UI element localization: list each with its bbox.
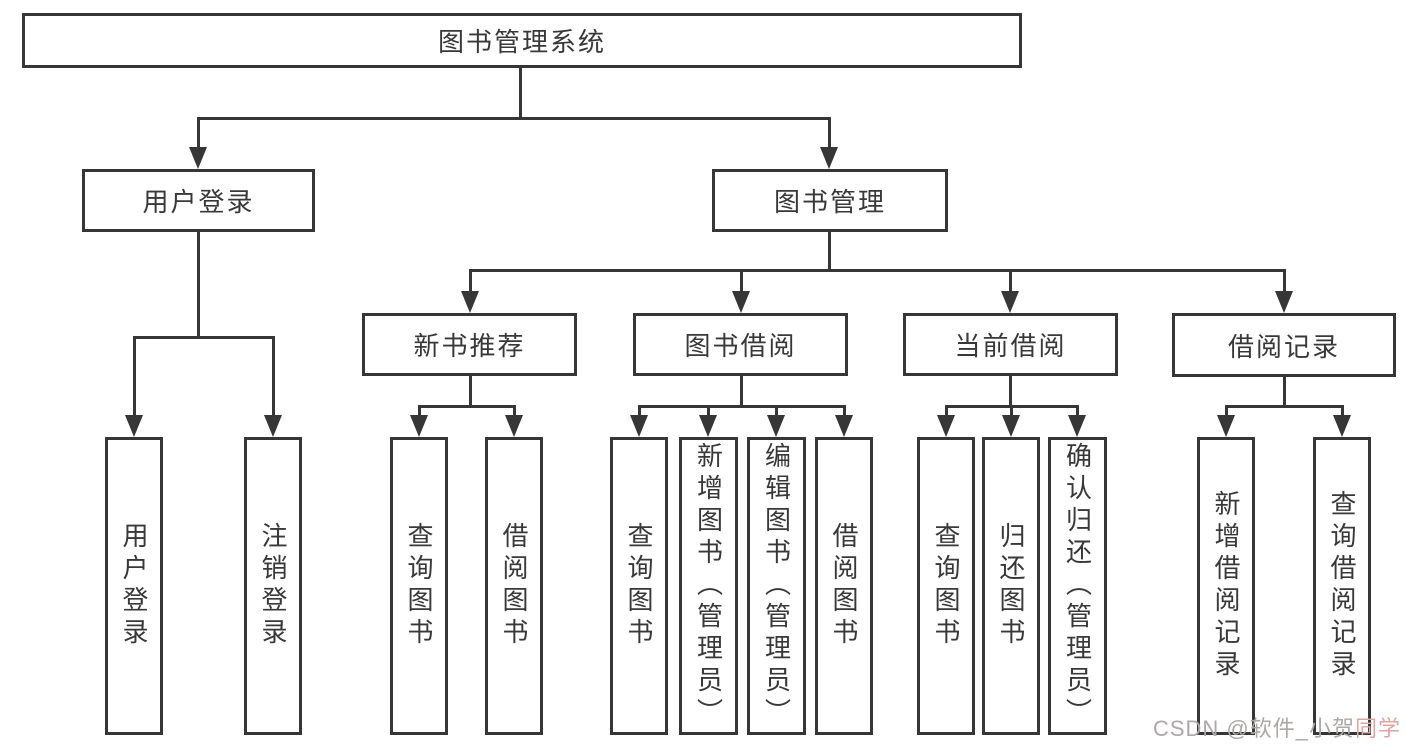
- leaf-user-login-label: 用户登录: [119, 522, 149, 650]
- node-library-system: 图书管理系统: [22, 13, 1022, 68]
- connector-line: [828, 232, 831, 272]
- leaf-confirm-return-admin-label: 确认归还（管理员）: [1062, 442, 1093, 730]
- leaf-query-borrow-record-label: 查询借阅记录: [1327, 490, 1357, 682]
- arrow-down-icon: [1002, 415, 1020, 437]
- arrow-down-icon: [410, 415, 428, 437]
- connector-line: [740, 269, 743, 293]
- connector-line: [1076, 405, 1079, 419]
- connector-line: [418, 405, 421, 419]
- leaf-query-books-current: 查询图书: [917, 437, 975, 735]
- node-borrowing-records-label: 借阅记录: [1227, 331, 1340, 362]
- arrow-down-icon: [835, 415, 853, 437]
- arrow-down-icon: [125, 415, 143, 437]
- node-book-borrowing: 图书借阅: [633, 313, 848, 376]
- connector-line: [519, 68, 522, 119]
- arrow-down-icon: [630, 415, 648, 437]
- connector-line: [707, 405, 710, 419]
- connector-line: [133, 336, 275, 339]
- connector-line: [197, 117, 200, 149]
- connector-line: [197, 232, 200, 339]
- leaf-query-borrow-record: 查询借阅记录: [1313, 437, 1371, 735]
- node-current-borrowing: 当前借阅: [903, 313, 1118, 376]
- node-library-system-label: 图书管理系统: [437, 27, 606, 57]
- node-borrowing-records: 借阅记录: [1172, 313, 1396, 377]
- arrow-down-icon: [699, 415, 717, 437]
- leaf-query-books-current-label: 查询图书: [931, 522, 961, 650]
- node-book-management-label: 图书管理: [773, 187, 886, 217]
- arrow-down-icon: [1068, 415, 1086, 437]
- watermark: CSDN @软件_小贺同学: [1153, 711, 1401, 743]
- leaf-borrow-books: 借阅图书: [815, 437, 873, 735]
- leaf-edit-books-admin-label: 编辑图书（管理员）: [761, 442, 792, 730]
- arrow-down-icon: [461, 291, 479, 313]
- connector-line: [828, 117, 831, 149]
- leaf-add-borrow-record-label: 新增借阅记录: [1211, 490, 1241, 682]
- arrow-down-icon: [1217, 415, 1235, 437]
- leaf-query-books-borrow-label: 查询图书: [624, 522, 654, 650]
- arrow-down-icon: [505, 415, 523, 437]
- connector-line: [197, 117, 831, 120]
- leaf-query-books-recommend: 查询图书: [390, 437, 448, 735]
- leaf-query-books-recommend-label: 查询图书: [404, 522, 434, 650]
- connector-line: [638, 405, 641, 419]
- watermark-text-accent: 同学: [1354, 716, 1401, 741]
- leaf-logout-label: 注销登录: [258, 522, 288, 650]
- connector-line: [1341, 405, 1344, 419]
- connector-line: [272, 336, 275, 417]
- connector-line: [775, 405, 778, 419]
- leaf-add-books-admin: 新增图书（管理员）: [679, 437, 738, 735]
- leaf-borrow-books-label: 借阅图书: [829, 522, 859, 650]
- arrow-down-icon: [732, 291, 750, 313]
- node-book-management: 图书管理: [712, 169, 948, 232]
- arrow-down-icon: [1001, 291, 1019, 313]
- leaf-query-books-borrow: 查询图书: [610, 437, 668, 735]
- connector-line: [945, 405, 948, 419]
- leaf-confirm-return-admin: 确认归还（管理员）: [1048, 437, 1107, 735]
- connector-line: [1225, 405, 1228, 419]
- node-current-borrowing-label: 当前借阅: [954, 331, 1067, 361]
- leaf-edit-books-admin: 编辑图书（管理员）: [747, 437, 806, 735]
- arrow-down-icon: [820, 147, 838, 169]
- connector-line: [1283, 269, 1286, 293]
- node-new-book-recommend: 新书推荐: [362, 313, 577, 376]
- connector-line: [469, 269, 472, 293]
- leaf-return-books-label: 归还图书: [996, 522, 1026, 650]
- connector-line: [1225, 405, 1344, 408]
- leaf-add-books-admin-label: 新增图书（管理员）: [693, 442, 724, 730]
- connector-line: [469, 269, 1286, 272]
- connector-line: [1283, 376, 1286, 408]
- arrow-down-icon: [264, 415, 282, 437]
- node-book-borrowing-label: 图书借阅: [684, 331, 797, 361]
- leaf-borrow-books-recommend-label: 借阅图书: [499, 522, 529, 650]
- node-user-login-label: 用户登录: [142, 187, 255, 217]
- connector-line: [740, 376, 743, 408]
- connector-line: [513, 405, 516, 419]
- arrow-down-icon: [189, 147, 207, 169]
- connector-line: [1009, 376, 1012, 408]
- arrow-down-icon: [937, 415, 955, 437]
- connector-line: [1009, 269, 1012, 293]
- leaf-borrow-books-recommend: 借阅图书: [485, 437, 543, 735]
- arrow-down-icon: [1333, 415, 1351, 437]
- leaf-logout: 注销登录: [244, 437, 302, 735]
- node-user-login: 用户登录: [82, 169, 315, 232]
- node-new-book-recommend-label: 新书推荐: [413, 331, 526, 361]
- arrow-down-icon: [767, 415, 785, 437]
- watermark-text: CSDN @软件_小贺: [1152, 716, 1355, 741]
- connector-line: [418, 405, 516, 408]
- connector-line: [469, 376, 472, 408]
- leaf-add-borrow-record: 新增借阅记录: [1197, 437, 1255, 735]
- leaf-user-login: 用户登录: [105, 437, 163, 735]
- connector-line: [133, 336, 136, 417]
- connector-line: [1010, 405, 1013, 419]
- leaf-return-books: 归还图书: [982, 437, 1040, 735]
- connector-line: [638, 405, 846, 408]
- arrow-down-icon: [1275, 291, 1293, 313]
- connector-line: [843, 405, 846, 419]
